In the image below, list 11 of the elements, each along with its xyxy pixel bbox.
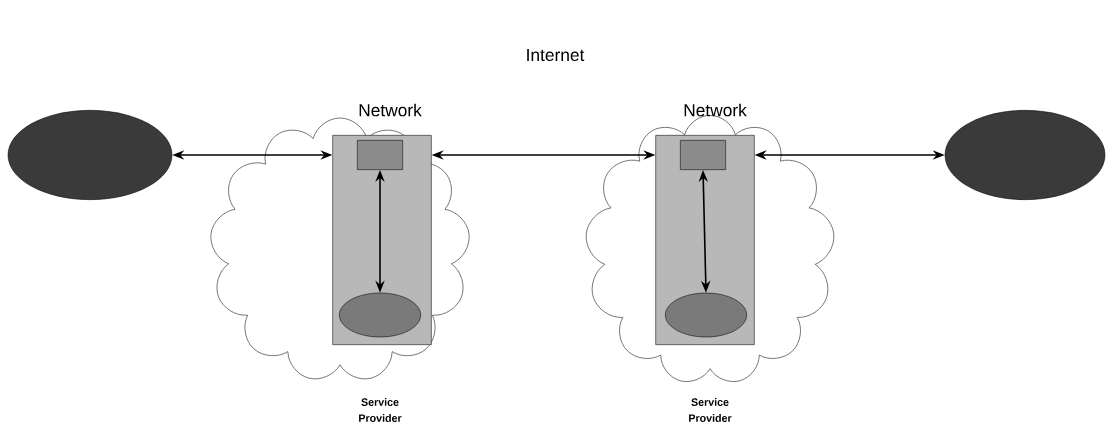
- title-label: Internet: [527, 48, 585, 62]
- network-label: Network: [359, 103, 422, 117]
- box: [680, 140, 726, 170]
- box: [357, 140, 403, 170]
- node-label: Service Provider: [689, 398, 732, 422]
- ellipse: [944, 110, 1106, 200]
- node-label: Service Provider: [359, 398, 402, 422]
- network-label: Network: [684, 103, 747, 117]
- ellipse: [665, 292, 747, 338]
- ellipse: [7, 110, 173, 200]
- ellipse: [339, 292, 421, 338]
